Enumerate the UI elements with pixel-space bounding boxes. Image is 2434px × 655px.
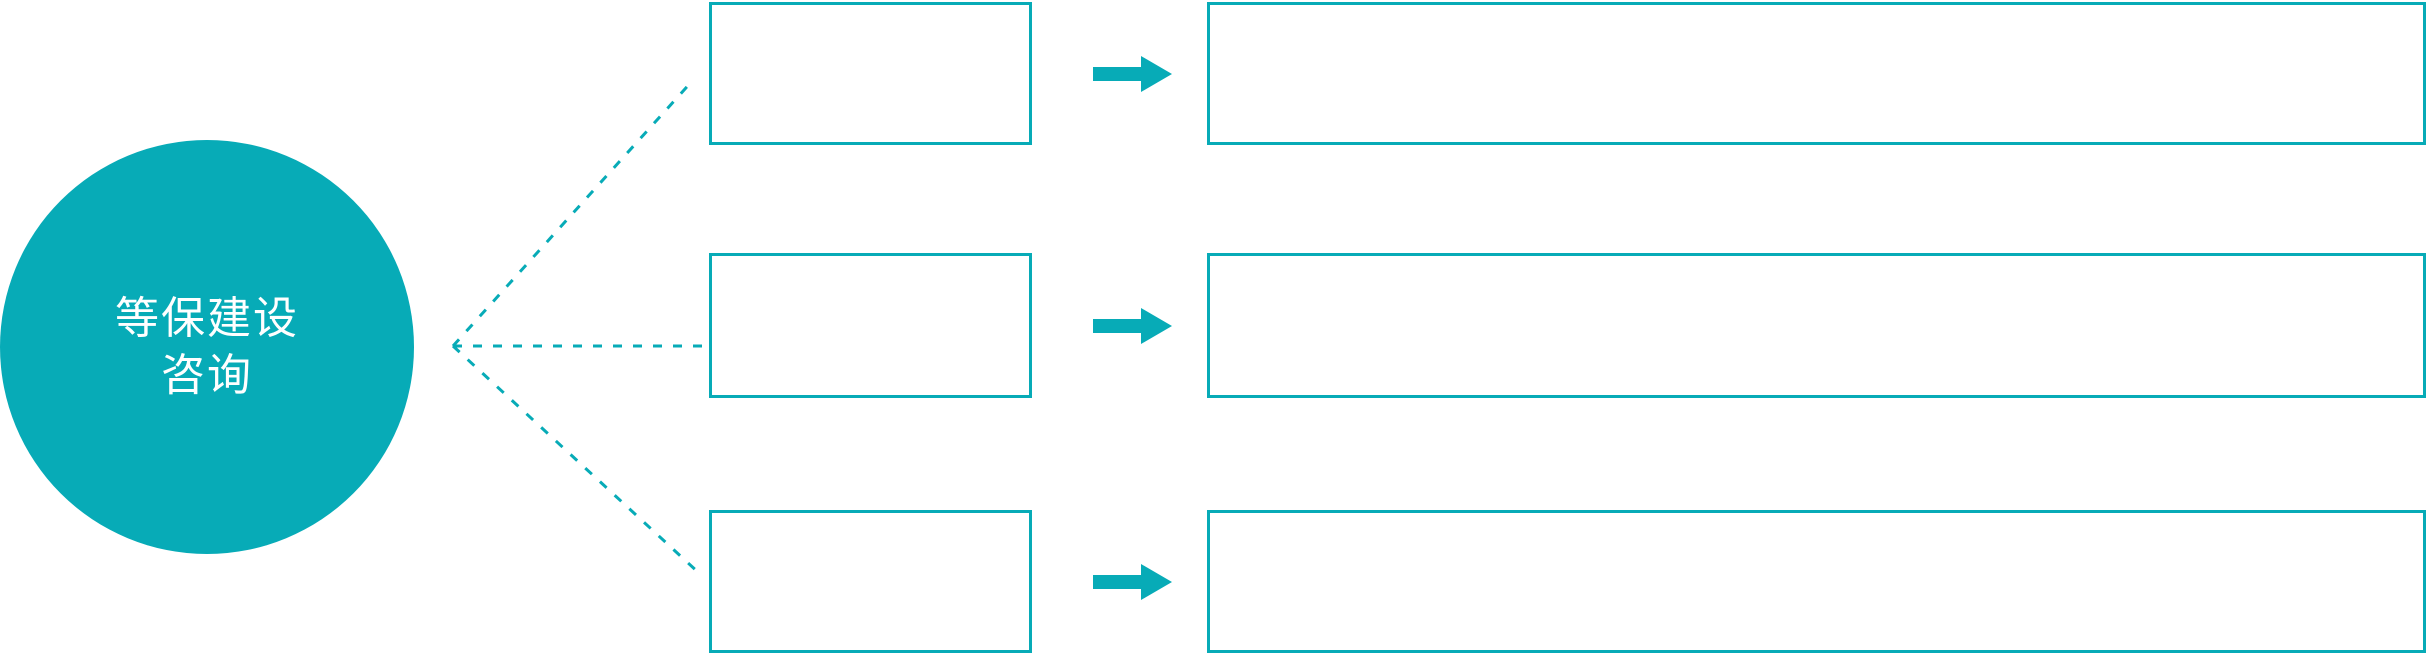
- hub-title-line-2: 咨询: [161, 351, 253, 400]
- arrow-right-icon-1: [1093, 55, 1172, 92]
- arrow-right-icon-2: [1093, 307, 1172, 344]
- stage-box-2[interactable]: [709, 253, 1032, 398]
- flow-row-1: [0, 2, 2434, 145]
- detail-box-1[interactable]: [1207, 2, 2426, 145]
- hub-title-line-1: 等保建设: [115, 293, 299, 343]
- flow-row-2: [0, 253, 2434, 398]
- detail-box-3[interactable]: [1207, 510, 2426, 653]
- arrow-right-icon-3: [1093, 563, 1172, 600]
- hub-circle[interactable]: 等保建设 咨询: [0, 140, 414, 554]
- flow-row-3: [0, 510, 2434, 653]
- stage-box-1[interactable]: [709, 2, 1032, 145]
- detail-box-2[interactable]: [1207, 253, 2426, 398]
- stage-box-3[interactable]: [709, 510, 1032, 653]
